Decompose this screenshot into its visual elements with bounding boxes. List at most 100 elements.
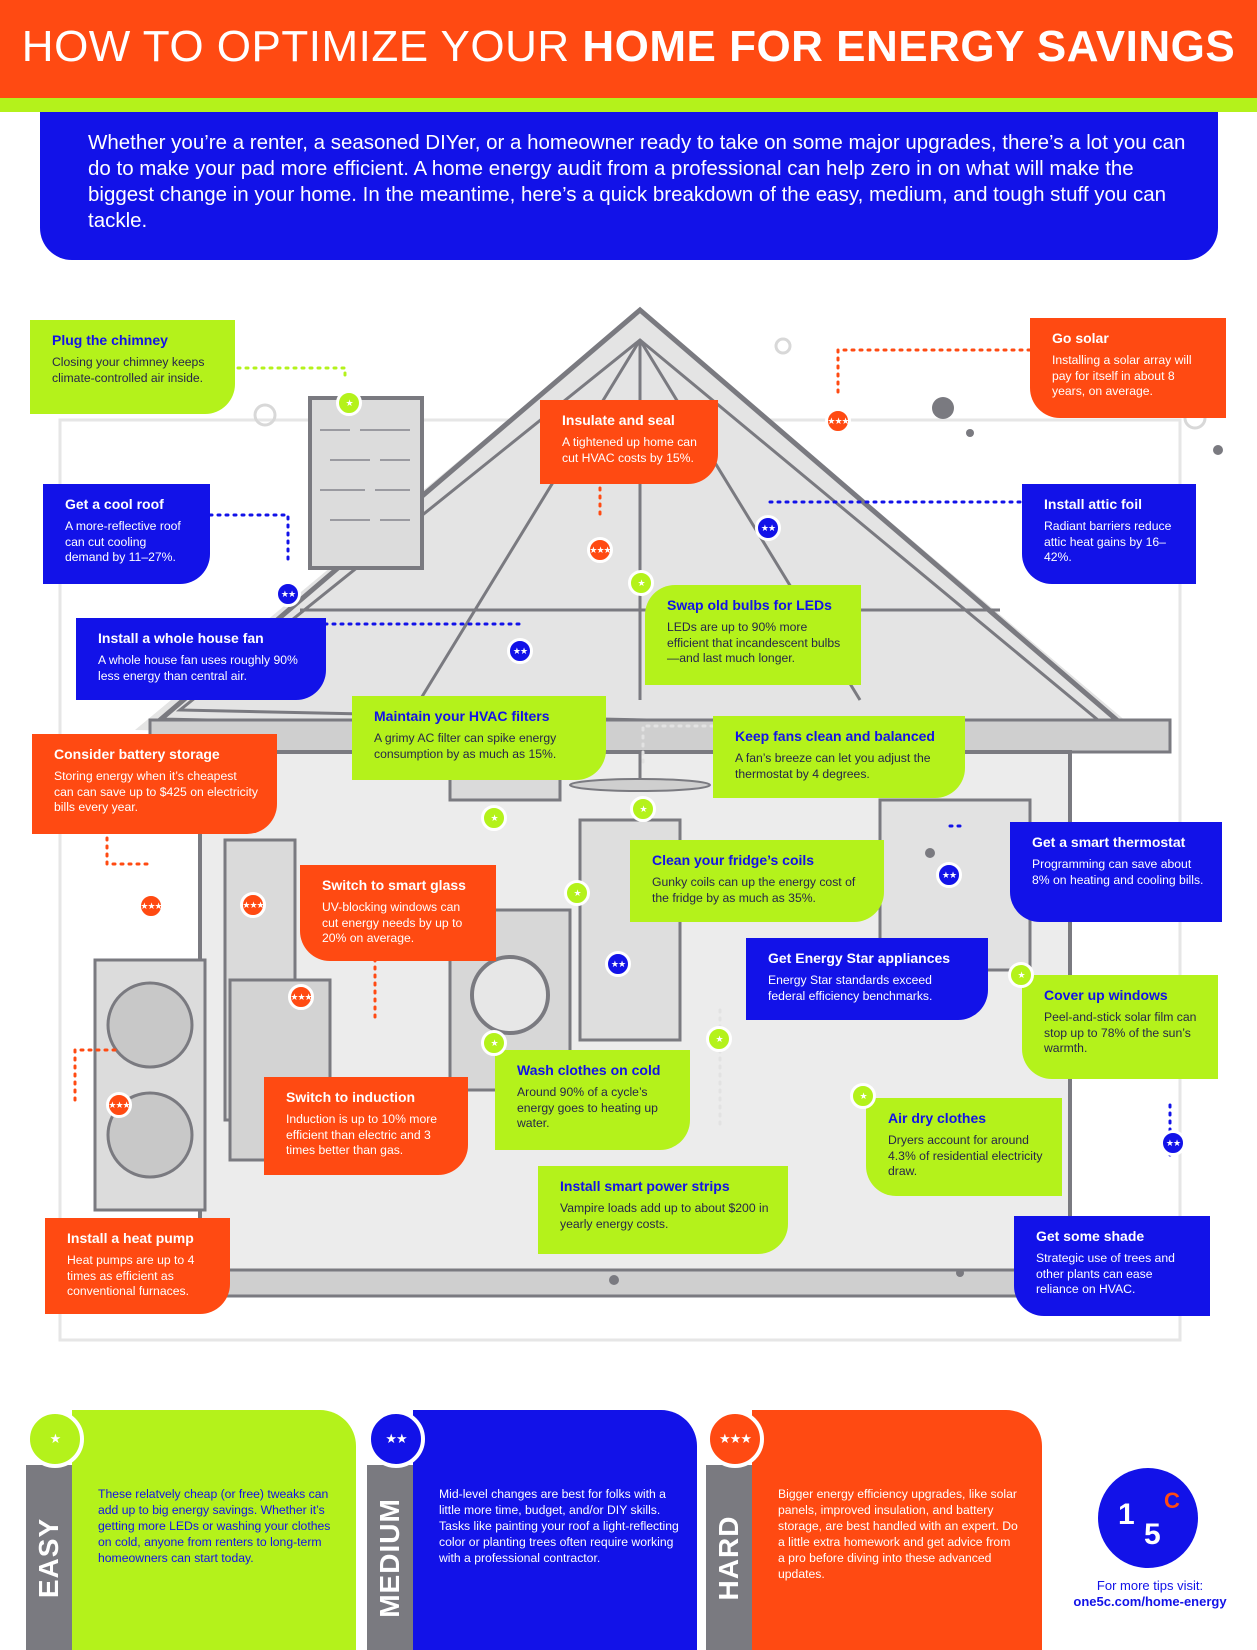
legend-easy: These relatvely cheap (or free) tweaks c…	[26, 1410, 356, 1650]
tip-fridge-coils: Clean your fridge’s coils Gunky coils ca…	[630, 840, 884, 922]
two-star-icon: ★★	[367, 1410, 425, 1468]
tip-battery-storage: Consider battery storage Storing energy …	[32, 734, 277, 834]
easy-marker: ★	[630, 796, 656, 822]
tip-text: Installing a solar array will pay for it…	[1052, 353, 1192, 398]
star-icon: ★	[26, 1410, 84, 1468]
tip-title: Keep fans clean and balanced	[735, 728, 935, 744]
hard-marker: ★★★	[138, 893, 164, 919]
tip-title: Switch to induction	[286, 1089, 416, 1105]
tip-title: Get Energy Star appliances	[768, 950, 951, 966]
easy-marker: ★	[481, 805, 507, 831]
intro-panel: Whether you’re a renter, a seasoned DIYe…	[40, 112, 1218, 260]
tip-title: Cover up windows	[1044, 987, 1168, 1003]
header-banner: HOW TO OPTIMIZE YOUR HOME FOR ENERGY SAV…	[0, 0, 1257, 98]
hard-marker: ★★★	[587, 537, 613, 563]
tip-text: Gunky coils can up the energy cost of th…	[652, 875, 856, 905]
footer-cta: For more tips visit: one5c.com/home-ener…	[1050, 1578, 1250, 1610]
tip-text: Dryers account for around 4.3% of reside…	[888, 1133, 1043, 1178]
legend-medium-text: Mid-level changes are best for folks wit…	[439, 1487, 679, 1565]
three-star-icon: ★★★	[706, 1410, 764, 1468]
tip-swap-leds: Swap old bulbs for LEDs LEDs are up to 9…	[645, 585, 861, 685]
tip-title: Get a cool roof	[65, 496, 164, 512]
legend-medium-label: MEDIUM	[374, 1497, 405, 1618]
footer-link[interactable]: one5c.com/home-energy	[1073, 1594, 1227, 1609]
page-title: HOW TO OPTIMIZE YOUR HOME FOR ENERGY SAV…	[0, 22, 1257, 72]
legend-hard-text: Bigger energy efficiency upgrades, like …	[778, 1487, 1018, 1581]
accent-strip	[0, 98, 1257, 112]
legend-hard-label: HARD	[713, 1515, 744, 1600]
tip-fans-balanced: Keep fans clean and balanced A fan’s bre…	[713, 716, 965, 798]
title-bold: HOME FOR ENERGY SAVINGS	[582, 22, 1236, 71]
easy-marker: ★	[850, 1083, 876, 1109]
tip-text: A tightened up home can cut HVAC costs b…	[562, 435, 697, 465]
tip-cool-roof: Get a cool roof A more-reflective roof c…	[43, 484, 210, 584]
tip-plug-chimney: Plug the chimney Closing your chimney ke…	[30, 320, 235, 414]
tip-smart-thermostat: Get a smart thermostat Programming can s…	[1010, 822, 1222, 922]
legend-hard-panel: Bigger energy efficiency upgrades, like …	[752, 1410, 1042, 1650]
tip-text: Induction is up to 10% more efficient th…	[286, 1112, 438, 1157]
tip-text: A whole house fan uses roughly 90% less …	[98, 653, 298, 683]
logo-one: 1	[1118, 1498, 1135, 1531]
tip-power-strips: Install smart power strips Vampire loads…	[538, 1166, 788, 1254]
title-light: HOW TO OPTIMIZE YOUR	[21, 22, 583, 71]
tip-text: Strategic use of trees and other plants …	[1036, 1251, 1175, 1296]
legend-easy-bar: EASY	[26, 1465, 72, 1650]
easy-marker: ★	[706, 1026, 732, 1052]
tip-air-dry: Air dry clothes Dryers account for aroun…	[866, 1098, 1062, 1196]
footer-prompt: For more tips visit:	[1096, 1578, 1204, 1593]
legend-medium: Mid-level changes are best for folks wit…	[367, 1410, 697, 1650]
logo-c: C	[1164, 1488, 1180, 1513]
legend-medium-panel: Mid-level changes are best for folks wit…	[413, 1410, 697, 1650]
easy-marker: ★	[564, 880, 590, 906]
tip-title: Get a smart thermostat	[1032, 834, 1186, 850]
one5c-logo: 1 5 C	[1098, 1468, 1198, 1568]
tip-text: Closing your chimney keeps climate-contr…	[52, 355, 205, 385]
tip-text: Programming can save about 8% on heating…	[1032, 857, 1204, 887]
legend-easy-panel: These relatvely cheap (or free) tweaks c…	[72, 1410, 356, 1650]
tip-heat-pump: Install a heat pump Heat pumps are up to…	[45, 1218, 230, 1314]
tip-title: Maintain your HVAC filters	[374, 708, 550, 724]
tip-cover-windows: Cover up windows Peel-and-stick solar fi…	[1022, 975, 1218, 1079]
tip-title: Get some shade	[1036, 1228, 1145, 1244]
tip-text: Vampire loads add up to about $200 in ye…	[560, 1201, 769, 1231]
hard-marker: ★★★	[288, 984, 314, 1010]
logo-five: 5	[1144, 1518, 1161, 1551]
easy-marker: ★	[628, 570, 654, 596]
tip-go-solar: Go solar Installing a solar array will p…	[1030, 318, 1226, 418]
tip-text: Around 90% of a cycle’s energy goes to h…	[517, 1085, 658, 1130]
tip-text: Energy Star standards exceed federal eff…	[768, 973, 933, 1003]
legend-hard-bar: HARD	[706, 1465, 752, 1650]
tip-title: Wash clothes on cold	[517, 1062, 661, 1078]
tip-attic-foil: Install attic foil Radiant barriers redu…	[1022, 484, 1196, 584]
tip-whole-house-fan: Install a whole house fan A whole house …	[76, 618, 326, 700]
tip-text: A fan’s breeze can let you adjust the th…	[735, 751, 931, 781]
legend-easy-label: EASY	[33, 1517, 64, 1598]
easy-marker: ★	[1008, 962, 1034, 988]
legend-medium-bar: MEDIUM	[367, 1465, 413, 1650]
tip-text: Peel-and-stick solar film can stop up to…	[1044, 1010, 1197, 1055]
easy-marker: ★	[481, 1030, 507, 1056]
legend-hard: Bigger energy efficiency upgrades, like …	[706, 1410, 1046, 1650]
tip-title: Consider battery storage	[54, 746, 220, 762]
legend-easy-text: These relatvely cheap (or free) tweaks c…	[98, 1487, 331, 1565]
medium-marker: ★★	[936, 862, 962, 888]
tip-text: Storing energy when it’s cheapest can ca…	[54, 769, 258, 814]
tip-title: Air dry clothes	[888, 1110, 987, 1126]
medium-marker: ★★	[507, 638, 533, 664]
intro-text: Whether you’re a renter, a seasoned DIYe…	[88, 131, 1186, 232]
medium-marker: ★★	[755, 515, 781, 541]
tip-title: Install attic foil	[1044, 496, 1143, 512]
medium-marker: ★★	[605, 951, 631, 977]
medium-marker: ★★	[1160, 1130, 1186, 1156]
tip-text: Radiant barriers reduce attic heat gains…	[1044, 519, 1172, 564]
tip-hvac-filters: Maintain your HVAC filters A grimy AC fi…	[352, 696, 606, 780]
medium-marker: ★★	[275, 581, 301, 607]
tip-title: Install a heat pump	[67, 1230, 194, 1246]
tip-title: Switch to smart glass	[322, 877, 466, 893]
tip-wash-cold: Wash clothes on cold Around 90% of a cyc…	[495, 1050, 690, 1150]
tip-switch-induction: Switch to induction Induction is up to 1…	[264, 1077, 468, 1175]
tip-text: A more-reflective roof can cut cooling d…	[65, 519, 181, 564]
hard-marker: ★★★	[240, 892, 266, 918]
tip-text: LEDs are up to 90% more efficient that i…	[667, 620, 841, 665]
easy-marker: ★	[336, 390, 362, 416]
